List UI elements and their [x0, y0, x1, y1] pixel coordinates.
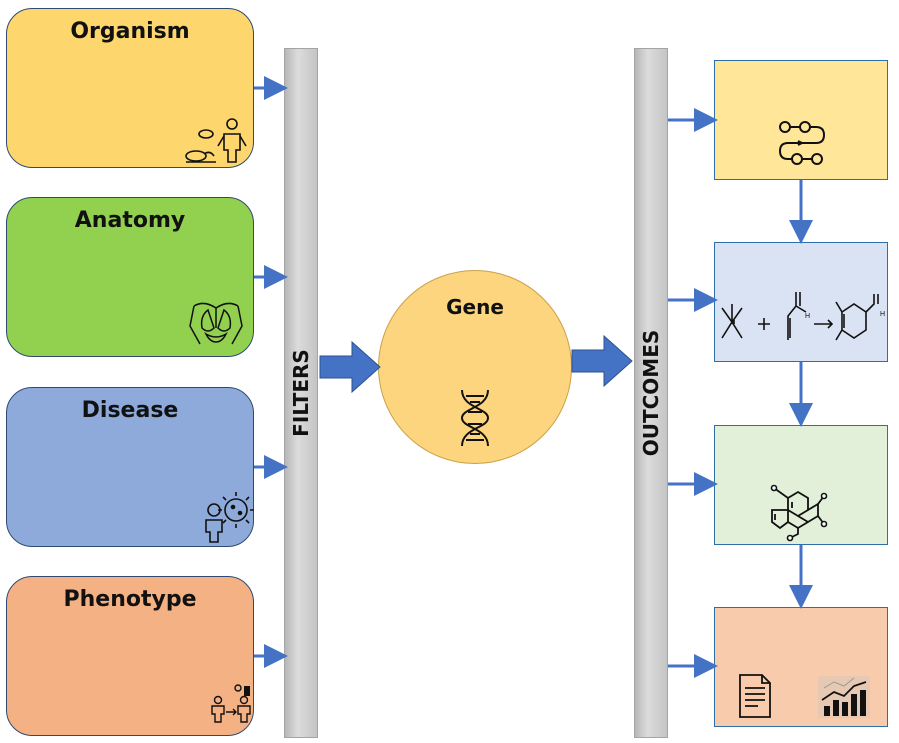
- outcomes-bar: OUTCOMES: [634, 48, 668, 738]
- outcome-box-molecule: [714, 425, 888, 545]
- outcome-box-reaction: [714, 242, 888, 362]
- reaction-icon: H H: [721, 292, 885, 341]
- organism-icon: [185, 118, 247, 163]
- document-icon: [739, 674, 771, 718]
- anatomy-icon: [189, 302, 243, 345]
- arrow-gene-outcomes: [571, 334, 633, 388]
- molecule-icon: [770, 484, 828, 542]
- svg-text:H: H: [880, 311, 885, 318]
- phenotype-title: Phenotype: [63, 587, 197, 612]
- arrow-filters-gene: [319, 340, 381, 394]
- anatomy-title: Anatomy: [74, 208, 186, 233]
- disease-title: Disease: [81, 398, 179, 423]
- anatomy-box: Anatomy: [6, 197, 254, 357]
- disease-icon: [205, 492, 254, 543]
- phenotype-icon: [211, 684, 251, 723]
- bar-chart-icon: [818, 676, 870, 718]
- svg-text:H: H: [805, 313, 810, 320]
- dna-icon: [460, 389, 490, 447]
- gene-title: Gene: [446, 295, 504, 319]
- organism-box: Organism: [6, 8, 254, 168]
- filters-bar: FILTERS: [284, 48, 318, 738]
- organism-title: Organism: [70, 19, 190, 44]
- pathway-icon: [778, 121, 826, 165]
